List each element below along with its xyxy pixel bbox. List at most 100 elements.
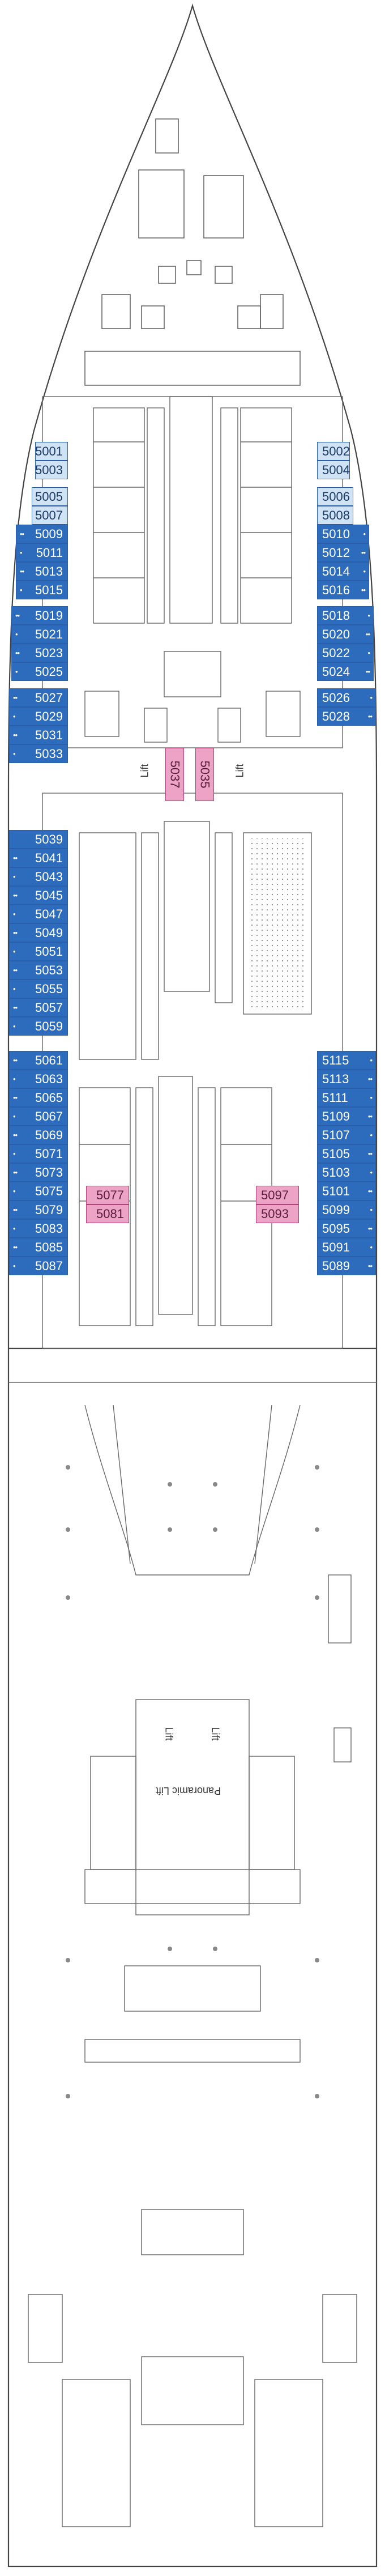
cabin-5010[interactable]: 5010•: [317, 525, 369, 543]
cabin-5026[interactable]: 5026•: [317, 688, 376, 707]
cabin-5075[interactable]: •5075: [9, 1182, 68, 1200]
cabin-5065[interactable]: ••5065: [9, 1088, 68, 1107]
cabin-5105[interactable]: 5105••: [317, 1144, 376, 1163]
cabin-number: 5107: [322, 1128, 350, 1142]
cabin-5005[interactable]: 5005: [32, 487, 68, 506]
cabin-number: 5003: [35, 463, 63, 477]
cabin-5011[interactable]: •5011: [16, 543, 68, 562]
cabin-5006[interactable]: 5006: [317, 487, 353, 506]
accessibility-marks: ••: [15, 649, 20, 657]
cabin-5012[interactable]: 5012••: [317, 543, 369, 562]
accessibility-marks: •: [13, 947, 15, 956]
accessibility-marks: ••: [361, 586, 366, 594]
cabin-5003[interactable]: 5003: [35, 461, 68, 479]
cabin-5053[interactable]: ••5053: [9, 961, 68, 980]
cabin-5013[interactable]: ••5013: [16, 562, 68, 581]
cabin-5101[interactable]: 5101••: [317, 1182, 376, 1200]
cabin-5067[interactable]: •5067: [9, 1107, 68, 1126]
cabin-number: 5085: [35, 1240, 63, 1254]
cabin-number: 5023: [35, 646, 63, 660]
cabin-number: 5097: [261, 1188, 289, 1202]
cabin-5037[interactable]: 5037: [165, 748, 184, 801]
cabin-5073[interactable]: ••5073: [9, 1163, 68, 1182]
cabin-5020[interactable]: 5020••: [317, 625, 374, 644]
forward-cabin-block: [42, 396, 343, 748]
cabin-number: 5011: [36, 546, 63, 560]
cabin-5063[interactable]: •5063: [9, 1070, 68, 1088]
cabin-5049[interactable]: ••5049: [9, 923, 68, 942]
cabin-5109[interactable]: 5109••: [317, 1107, 376, 1126]
accessibility-marks: •: [13, 1187, 15, 1195]
cabin-5004[interactable]: 5004: [317, 461, 350, 479]
cabin-5033[interactable]: •5033: [9, 744, 68, 763]
cabin-number: 5018: [322, 608, 350, 623]
cabin-number: 5041: [35, 851, 63, 865]
cabin-5079[interactable]: ••5079: [9, 1200, 68, 1219]
cabin-5022[interactable]: 5022•: [317, 644, 374, 662]
cabin-5009[interactable]: ••5009: [16, 525, 68, 543]
cabin-5111[interactable]: 5111•: [317, 1088, 376, 1107]
cabin-5091[interactable]: 5091•: [317, 1238, 376, 1257]
cabin-5087[interactable]: •5087: [9, 1257, 68, 1275]
cabin-5059[interactable]: •5059: [9, 1017, 68, 1036]
cabin-5031[interactable]: ••5031: [9, 726, 68, 744]
accessibility-marks: ••: [13, 854, 18, 862]
accessibility-marks: •: [367, 649, 370, 657]
cabin-5019[interactable]: ••5019: [11, 606, 68, 625]
cabin-5089[interactable]: 5089••: [317, 1257, 376, 1275]
cabin-5029[interactable]: •5029: [9, 707, 68, 726]
cabin-5027[interactable]: ••5027: [9, 688, 68, 707]
cabin-5024[interactable]: 5024••: [317, 662, 374, 681]
cabin-5113[interactable]: 5113••: [317, 1070, 376, 1088]
cabin-5021[interactable]: •5021: [11, 625, 68, 644]
accessibility-marks: ••: [367, 1149, 373, 1158]
cabin-number: 5079: [35, 1203, 63, 1217]
accessibility-marks: ••: [367, 712, 373, 721]
cabin-5025[interactable]: • 5025: [11, 662, 68, 681]
cabin-5039[interactable]: 5039: [9, 830, 68, 849]
accessibility-marks: ••: [361, 548, 366, 557]
cabin-number: 5024: [322, 665, 350, 679]
accessibility-marks: ••: [367, 1224, 373, 1233]
cabin-5071[interactable]: •5071: [9, 1144, 68, 1163]
cabin-5083[interactable]: •5083: [9, 1219, 68, 1238]
accessibility-marks: •: [15, 667, 18, 676]
cabin-number: 5073: [35, 1165, 63, 1180]
cabin-5077[interactable]: 5077: [86, 1186, 129, 1204]
cabin-number: 5026: [322, 691, 350, 705]
cabin-5018[interactable]: 5018•: [317, 606, 374, 625]
cabin-5095[interactable]: 5095••: [317, 1219, 376, 1238]
cabin-5061[interactable]: ••5061: [9, 1051, 68, 1070]
cabin-5015[interactable]: •5015: [16, 581, 68, 599]
cabin-5014[interactable]: 5014•: [317, 562, 369, 581]
cabin-5041[interactable]: •• 5041: [9, 849, 68, 867]
cabin-5115[interactable]: 5115•: [317, 1051, 376, 1070]
cabin-5099[interactable]: 5099•: [317, 1200, 376, 1219]
cabin-5057[interactable]: ••5057: [9, 998, 68, 1017]
cabin-5103[interactable]: 5103•: [317, 1163, 376, 1182]
cabin-5028[interactable]: 5028••: [317, 707, 376, 726]
cabin-5001[interactable]: 5001: [35, 442, 68, 461]
accessibility-marks: •: [13, 750, 15, 758]
accessibility-marks: ••: [367, 1187, 373, 1195]
cabin-5051[interactable]: •5051: [9, 942, 68, 961]
cabin-5055[interactable]: •5055: [9, 980, 68, 998]
cabin-number: 5025: [35, 665, 63, 679]
cabin-5007[interactable]: 5007: [32, 506, 68, 525]
cabin-5023[interactable]: •• 5023: [11, 644, 68, 662]
cabin-5107[interactable]: 5107•: [317, 1126, 376, 1144]
cabin-5002[interactable]: 5002: [317, 442, 350, 461]
cabin-5016[interactable]: 5016••: [317, 581, 369, 599]
cabin-5008[interactable]: 5008: [317, 506, 353, 525]
cabin-5081[interactable]: 5081: [86, 1204, 129, 1223]
cabin-5043[interactable]: •5043: [9, 867, 68, 886]
cabin-5035[interactable]: 5035: [195, 748, 214, 801]
accessibility-marks: ••: [367, 1262, 373, 1270]
cabin-5047[interactable]: •5047: [9, 905, 68, 923]
cabin-5045[interactable]: ••5045: [9, 886, 68, 905]
cabin-5093[interactable]: 5093: [256, 1204, 299, 1223]
cabin-5097[interactable]: 5097: [256, 1186, 299, 1204]
cabin-5085[interactable]: ••5085: [9, 1238, 68, 1257]
cabin-5069[interactable]: ••5069: [9, 1126, 68, 1144]
cabin-number: 5093: [261, 1207, 289, 1221]
